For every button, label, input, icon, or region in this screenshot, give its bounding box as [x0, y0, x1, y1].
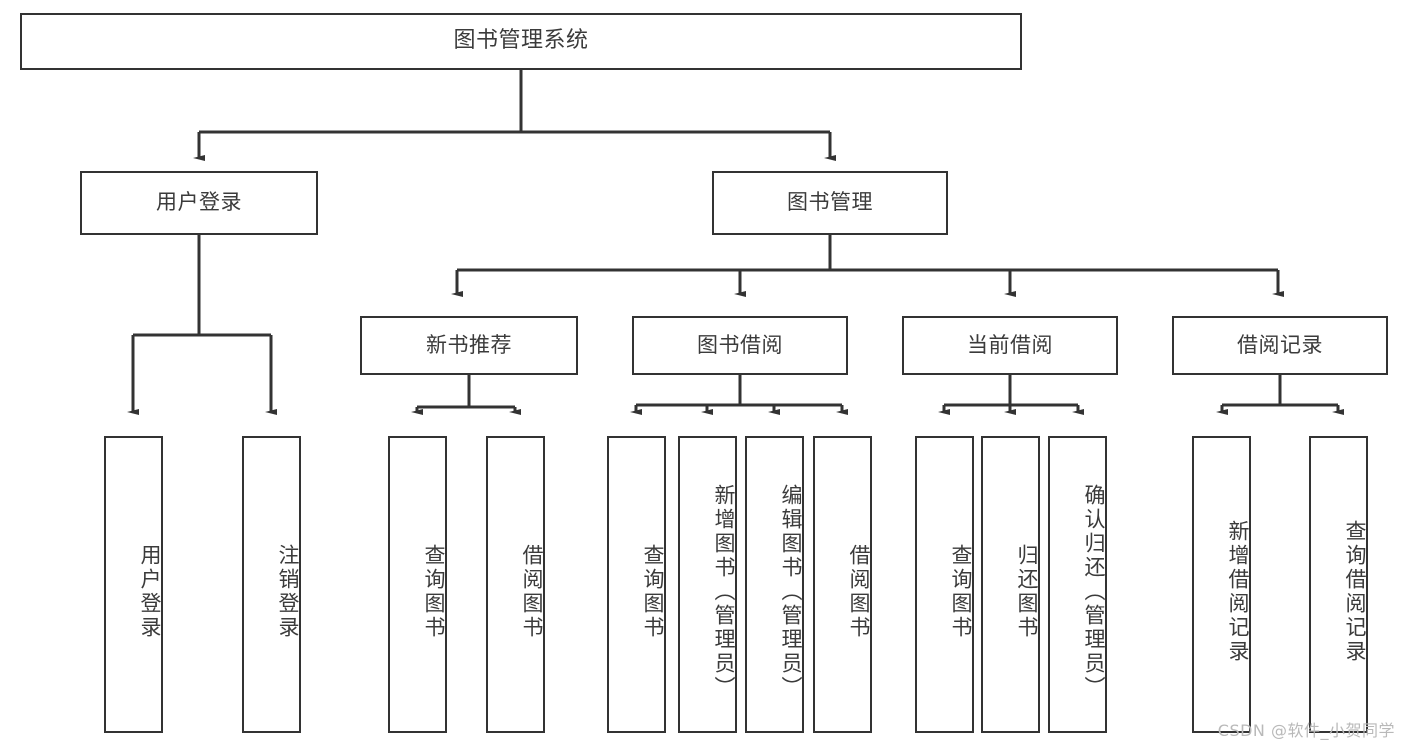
- node-leaf-borrow-book-2-label: 借阅图书: [847, 543, 871, 640]
- node-user-login-label: 用户登录: [156, 190, 242, 215]
- node-leaf-query-book-3-label: 查询图书: [949, 543, 973, 640]
- node-leaf-edit-book[interactable]: 编辑图书（管理员）: [745, 436, 804, 733]
- node-current-borrow-label: 当前借阅: [967, 332, 1053, 357]
- node-root-system[interactable]: 图书管理系统: [20, 13, 1022, 70]
- node-leaf-borrow-book-1-label: 借阅图书: [520, 543, 544, 640]
- node-leaf-query-record-label: 查询借阅记录: [1343, 519, 1367, 664]
- node-leaf-logout-login[interactable]: 注销登录: [242, 436, 301, 733]
- node-leaf-borrow-book-2[interactable]: 借阅图书: [813, 436, 872, 733]
- node-leaf-edit-book-label: 编辑图书（管理员）: [779, 483, 803, 700]
- csdn-watermark: CSDN @软件_小贺同学: [1217, 721, 1395, 740]
- node-leaf-user-login[interactable]: 用户登录: [104, 436, 163, 733]
- node-borrow-record-label: 借阅记录: [1237, 332, 1323, 357]
- node-user-login[interactable]: 用户登录: [80, 171, 318, 235]
- node-leaf-add-book[interactable]: 新增图书（管理员）: [678, 436, 737, 733]
- node-leaf-query-book-1[interactable]: 查询图书: [388, 436, 447, 733]
- node-leaf-confirm-return[interactable]: 确认归还（管理员）: [1048, 436, 1107, 733]
- node-leaf-user-login-label: 用户登录: [138, 543, 162, 640]
- node-book-manage-label: 图书管理: [787, 190, 873, 215]
- node-root-label: 图书管理系统: [453, 28, 589, 54]
- node-book-borrow[interactable]: 图书借阅: [632, 316, 848, 375]
- node-new-book-recommend[interactable]: 新书推荐: [360, 316, 578, 375]
- node-leaf-add-record-label: 新增借阅记录: [1226, 519, 1250, 664]
- node-leaf-add-book-label: 新增图书（管理员）: [712, 483, 736, 700]
- node-new-book-recommend-label: 新书推荐: [426, 332, 512, 357]
- node-leaf-return-book-label: 归还图书: [1015, 543, 1039, 640]
- node-book-manage[interactable]: 图书管理: [712, 171, 948, 235]
- node-leaf-query-record[interactable]: 查询借阅记录: [1309, 436, 1368, 733]
- node-leaf-add-record[interactable]: 新增借阅记录: [1192, 436, 1251, 733]
- node-leaf-logout-login-label: 注销登录: [276, 543, 300, 640]
- node-leaf-query-book-3[interactable]: 查询图书: [915, 436, 974, 733]
- node-borrow-record[interactable]: 借阅记录: [1172, 316, 1388, 375]
- node-leaf-return-book[interactable]: 归还图书: [981, 436, 1040, 733]
- node-leaf-query-book-1-label: 查询图书: [422, 543, 446, 640]
- node-leaf-query-book-2-label: 查询图书: [641, 543, 665, 640]
- node-leaf-confirm-return-label: 确认归还（管理员）: [1082, 483, 1106, 700]
- node-leaf-query-book-2[interactable]: 查询图书: [607, 436, 666, 733]
- node-current-borrow[interactable]: 当前借阅: [902, 316, 1118, 375]
- node-book-borrow-label: 图书借阅: [697, 332, 783, 357]
- node-leaf-borrow-book-1[interactable]: 借阅图书: [486, 436, 545, 733]
